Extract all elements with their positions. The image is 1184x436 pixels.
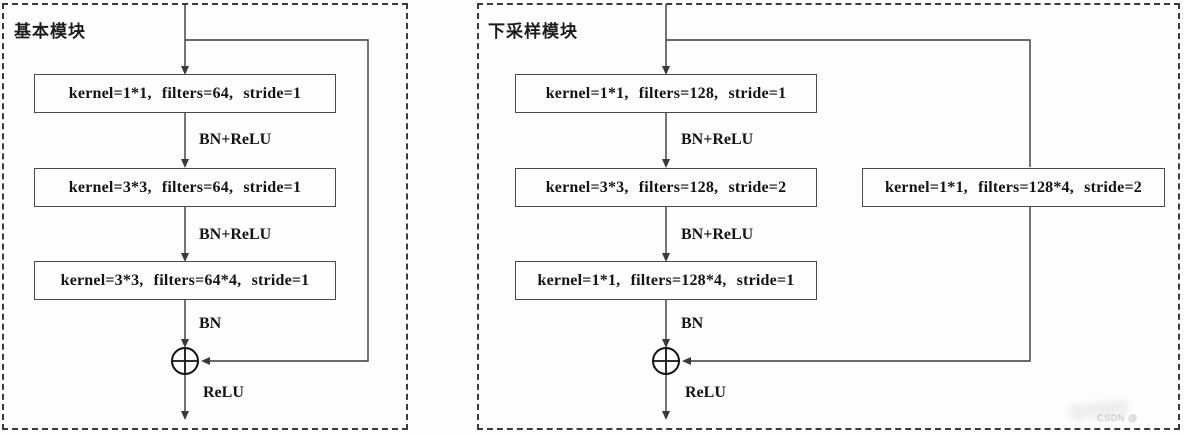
edge-label-bn: BN	[199, 315, 222, 332]
conv-box: kernel=3*3, filters=64*4, stride=1	[34, 261, 336, 300]
shortcut-conv-box: kernel=1*1, filters=128*4, stride=2	[862, 168, 1165, 207]
flow-lines-downsample-module	[665, 4, 1031, 418]
downsample-module-container	[477, 3, 1180, 430]
conv-box: kernel=3*3, filters=128, stride=2	[515, 168, 817, 207]
skip-connection-downsample-upper	[666, 39, 1031, 167]
conv-box: kernel=1*1, filters=64, stride=1	[34, 74, 336, 113]
edge-label-bn-relu: BN+ReLU	[199, 226, 272, 243]
edge-label-bn: BN	[681, 315, 704, 332]
edge-label-bn-relu: BN+ReLU	[199, 131, 272, 148]
add-node-icon-downsample	[652, 347, 680, 375]
basic-module-title: 基本模块	[14, 22, 86, 41]
skip-connection-downsample-lower	[688, 207, 1031, 362]
downsample-module-title: 下采样模块	[488, 22, 578, 41]
edge-label-bn-relu: BN+ReLU	[681, 131, 754, 148]
arrowheads-basic-module	[181, 66, 210, 420]
edge-label-relu: ReLU	[685, 384, 726, 401]
basic-module-container	[2, 3, 408, 430]
add-node-icon-basic	[171, 347, 199, 375]
conv-box: kernel=1*1, filters=128, stride=1	[515, 74, 817, 113]
conv-box: kernel=3*3, filters=64, stride=1	[34, 168, 336, 207]
conv-box: kernel=1*1, filters=128*4, stride=1	[515, 261, 817, 300]
edge-label-relu: ReLU	[203, 384, 244, 401]
edge-label-bn-relu: BN+ReLU	[681, 226, 754, 243]
watermark-text: CSDN @	[1097, 413, 1138, 423]
skip-connection-basic	[185, 39, 369, 362]
arrowheads-downsample-module	[662, 66, 691, 420]
flow-lines-basic-module	[184, 4, 369, 418]
